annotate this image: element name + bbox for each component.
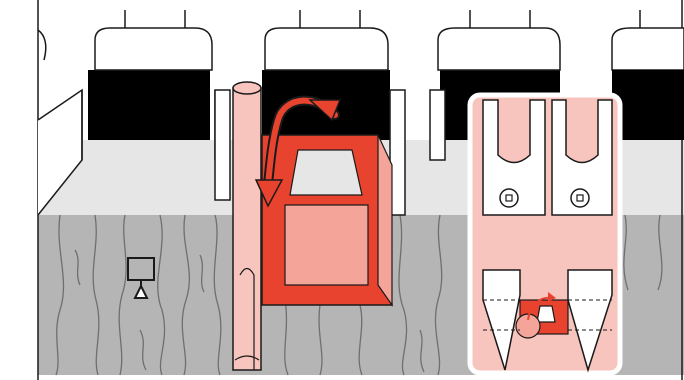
insert-box <box>262 135 392 305</box>
drawer-slot-4 <box>612 10 684 140</box>
detail-inset <box>470 95 620 373</box>
pink-rod <box>233 82 261 370</box>
screw-icon <box>571 189 589 207</box>
screw-icon <box>500 189 518 207</box>
